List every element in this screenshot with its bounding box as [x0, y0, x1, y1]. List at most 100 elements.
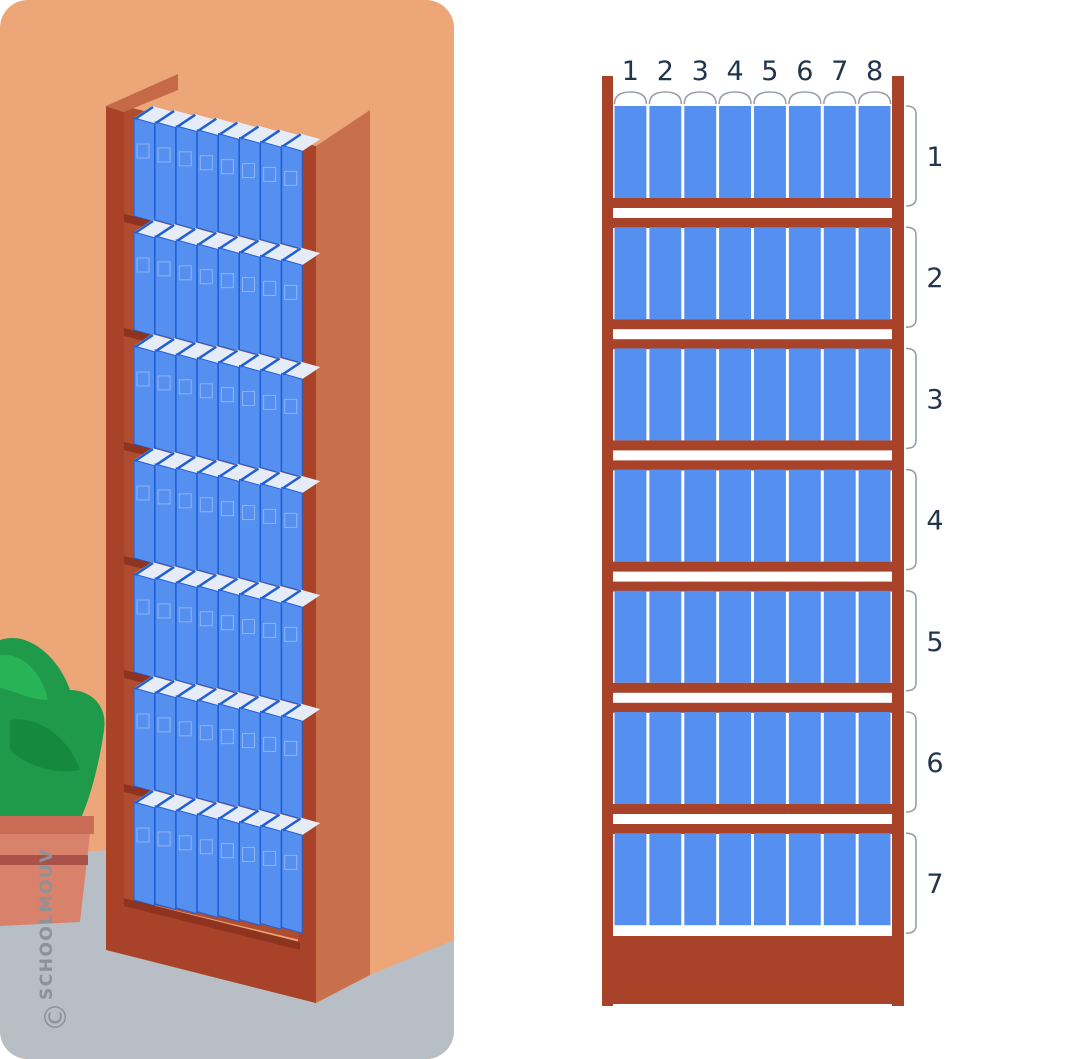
book-top	[239, 353, 278, 372]
book	[614, 106, 647, 198]
book-label	[178, 835, 192, 851]
bookcase-base	[106, 898, 316, 1003]
book	[154, 805, 177, 911]
book	[217, 702, 240, 809]
book	[196, 699, 219, 805]
book	[281, 828, 303, 934]
book-top	[281, 133, 321, 152]
book-top	[176, 683, 215, 702]
book	[175, 353, 198, 459]
book-label	[199, 611, 213, 627]
book	[788, 590, 821, 683]
book-label	[157, 831, 171, 847]
book-top	[281, 589, 321, 608]
shelf-board	[613, 561, 892, 572]
book	[823, 712, 856, 804]
book	[788, 469, 821, 562]
book	[649, 469, 682, 562]
book	[154, 463, 177, 569]
book-label	[263, 622, 277, 638]
shelf-bracket	[905, 832, 917, 934]
column-label: 6	[796, 56, 813, 87]
book-top	[218, 691, 257, 710]
book-label	[284, 854, 298, 870]
book	[649, 590, 682, 683]
book	[175, 809, 198, 915]
book-top	[176, 569, 215, 588]
bookcase-right-side	[316, 110, 370, 1003]
book	[281, 600, 303, 706]
book-label	[178, 607, 192, 623]
book	[858, 227, 891, 320]
book	[858, 590, 891, 683]
column-label: 5	[761, 56, 778, 87]
book-top	[260, 813, 300, 832]
book	[788, 348, 821, 441]
book-top	[239, 125, 278, 144]
book	[754, 469, 786, 562]
book-label	[242, 733, 255, 749]
book	[133, 459, 155, 565]
book-top	[260, 471, 300, 490]
book-label	[157, 717, 171, 733]
book	[154, 577, 177, 683]
diagram-base	[602, 936, 904, 1004]
book-top	[218, 577, 257, 596]
book	[719, 469, 751, 562]
book	[788, 106, 821, 198]
book-top	[176, 797, 215, 816]
book-label	[284, 170, 298, 186]
book-top	[176, 227, 215, 246]
book-label	[263, 736, 277, 752]
book	[281, 486, 303, 592]
shelf-board	[613, 218, 892, 228]
shelf-label: 5	[926, 627, 943, 658]
book	[614, 348, 647, 441]
book-top	[281, 703, 321, 722]
book-label	[199, 383, 213, 399]
book	[614, 712, 647, 804]
book-top	[281, 361, 321, 380]
book	[754, 833, 786, 926]
book-label	[178, 151, 192, 167]
shelf-board	[613, 319, 892, 330]
book	[858, 106, 891, 198]
book	[133, 801, 155, 907]
shelf-board	[613, 581, 892, 592]
book-label	[157, 375, 171, 391]
book	[858, 712, 891, 804]
book	[684, 833, 717, 926]
book	[823, 227, 856, 320]
book-top	[134, 220, 173, 238]
book-label	[242, 847, 255, 863]
book-label	[136, 599, 150, 615]
book	[823, 590, 856, 683]
book-top	[218, 121, 257, 140]
book-top	[134, 448, 173, 466]
book-label	[199, 269, 213, 285]
book-label	[199, 839, 213, 855]
floor	[0, 850, 454, 1059]
book-label	[284, 284, 298, 300]
column-bracket	[613, 91, 648, 105]
book	[614, 590, 647, 683]
book-label	[199, 497, 213, 513]
book-top	[260, 129, 300, 148]
shelf-bracket	[905, 105, 917, 207]
book-top	[134, 334, 173, 352]
book	[239, 820, 261, 926]
book-top	[134, 790, 173, 808]
book	[719, 227, 751, 320]
book	[614, 833, 647, 926]
book	[217, 132, 240, 239]
book-label	[136, 485, 150, 501]
book	[719, 106, 751, 198]
book-label	[242, 619, 255, 635]
book-label	[136, 371, 150, 387]
book-top	[155, 565, 194, 584]
shelf-label: 7	[926, 869, 943, 900]
book-label	[220, 387, 234, 403]
